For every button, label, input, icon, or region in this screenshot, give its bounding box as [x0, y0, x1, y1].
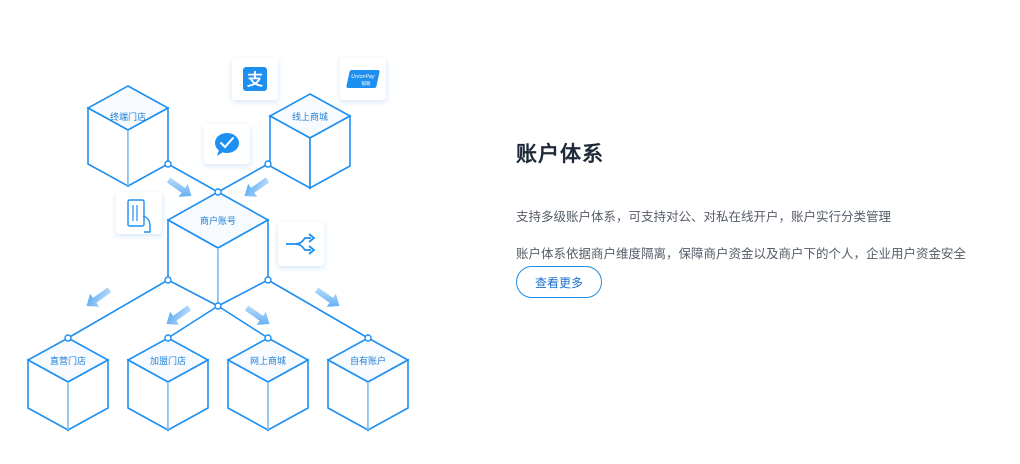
cube-label-direct-store: 直营门店	[50, 355, 86, 367]
arrow-down-left-icon	[86, 287, 112, 307]
card-swipe-icon	[116, 192, 162, 234]
cube-own-account: 自有账户	[326, 337, 410, 432]
cube-online-mall-top: 线上商城	[268, 93, 352, 190]
cube-label-franchise-store: 加盟门店	[150, 355, 186, 367]
arrow-down-left-icon	[166, 305, 192, 325]
cube-terminal-store: 终端门店	[86, 85, 170, 188]
svg-text:支: 支	[246, 70, 264, 89]
cube-label-terminal-store: 终端门店	[110, 111, 146, 123]
section-description-2: 账户体系依据商户维度隔离，保障商户资金以及商户下的个人，企业用户资金安全	[516, 246, 967, 261]
wechat-pay-icon	[204, 124, 250, 164]
unionpay-logo-cn: 银联	[362, 80, 371, 87]
connector-lines	[67, 163, 369, 339]
arrow-down-left-icon	[244, 177, 270, 197]
cube-direct-store: 直营门店	[26, 337, 110, 432]
arrow-down-right-icon	[166, 177, 192, 197]
alipay-icon: 支	[232, 58, 278, 100]
cube-online-mall-bottom: 网上商城	[226, 337, 310, 432]
view-more-button[interactable]: 查看更多	[516, 266, 602, 298]
cube-label-online-mall-top: 线上商城	[292, 111, 328, 123]
cube-label-own-account: 自有账户	[350, 355, 386, 367]
arrow-down-right-icon	[244, 305, 270, 325]
connection-nodes	[64, 160, 372, 342]
unionpay-logo-text: UnionPay	[351, 74, 376, 80]
section-description-1: 支持多级账户体系，可支持对公、对私在线开户，账户实行分类管理	[516, 209, 892, 224]
flow-arrows	[86, 177, 340, 325]
cube-merchant-account: 商户账号	[166, 191, 270, 308]
cube-label-merchant-account: 商户账号	[200, 215, 236, 227]
account-system-text-panel: 账户体系 支持多级账户体系，可支持对公、对私在线开户，账户实行分类管理 账户体系…	[516, 138, 1016, 280]
split-arrows-icon	[278, 222, 324, 266]
section-title: 账户体系	[516, 142, 604, 166]
arrow-down-right-icon	[314, 287, 340, 307]
cube-label-online-mall-bottom: 网上商城	[250, 355, 286, 367]
unionpay-icon: UnionPay 银联	[340, 58, 386, 100]
account-system-diagram: 终端门店 线上商城 商户账号 直营门店 加盟门店 网上商城	[26, 58, 410, 432]
cube-franchise-store: 加盟门店	[126, 337, 210, 432]
